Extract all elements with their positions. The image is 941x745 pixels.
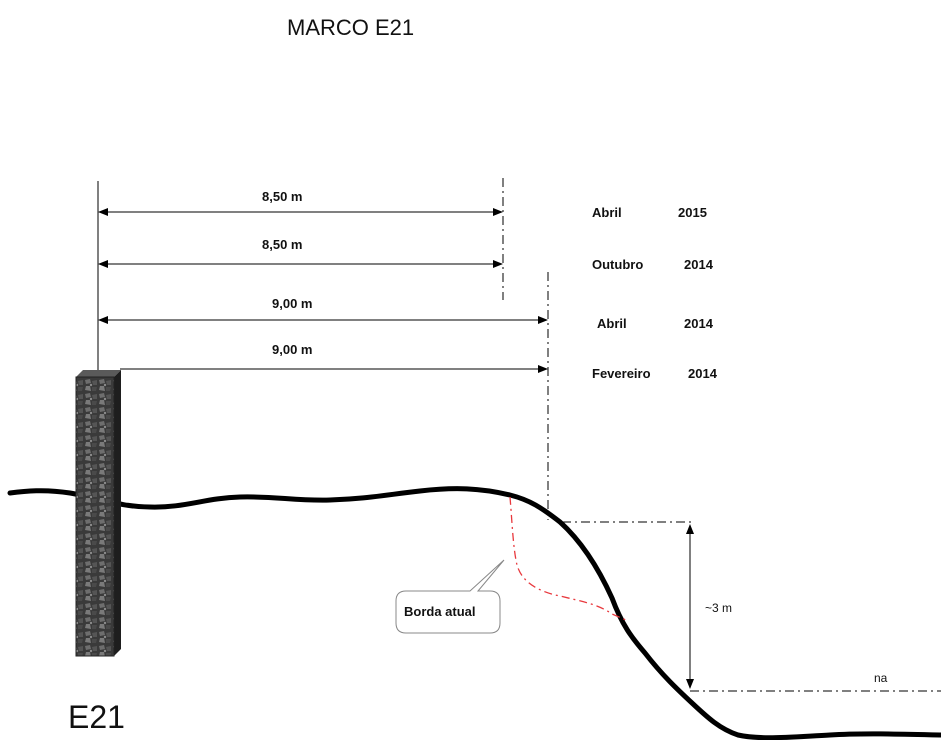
date-month-4: Fevereiro [592,366,651,381]
callout-text: Borda atual [404,604,476,619]
terrain-profile [7,486,941,741]
date-year-4: 2014 [688,366,718,381]
marker-post [75,370,121,657]
date-month-1: Abril [592,205,622,220]
date-year-1: 2015 [678,205,707,220]
dimension-label-3: 9,00 m [272,296,312,311]
dimension-label-1: 8,50 m [262,189,302,204]
height-label: ~3 m [705,601,732,615]
current-edge-line [509,496,627,621]
marker-label: E21 [68,699,125,735]
callout-bubble: Borda atual [395,559,505,634]
date-month-3: Abril [597,316,627,331]
dimension-label-2: 8,50 m [262,237,302,252]
date-month-2: Outubro [592,257,643,272]
dimension-label-4: 9,00 m [272,342,312,357]
diagram-title: MARCO E21 [287,15,414,40]
date-year-3: 2014 [684,316,714,331]
water-level-label: na [874,671,888,685]
date-year-2: 2014 [684,257,714,272]
